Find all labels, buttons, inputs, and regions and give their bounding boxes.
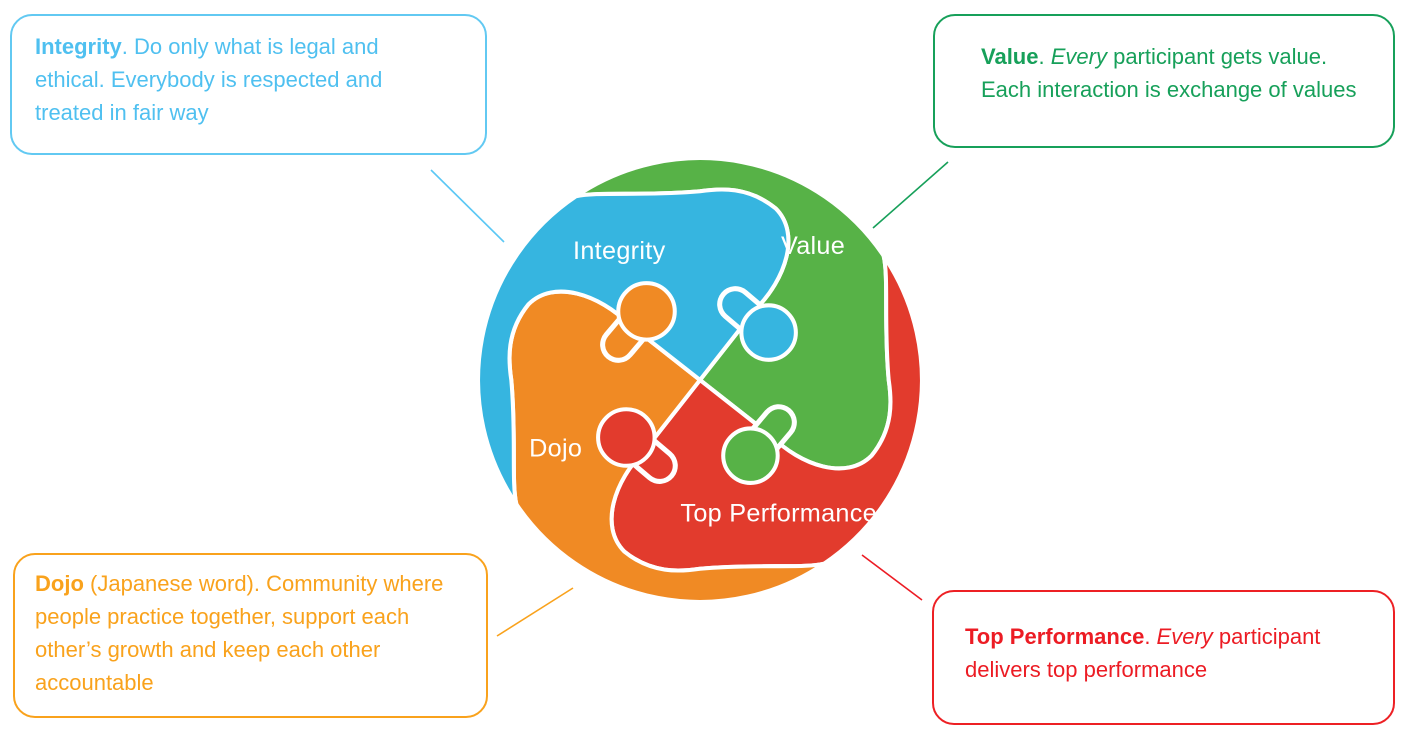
integrity-callout-sep: . bbox=[121, 34, 135, 59]
dojo-segment-label: Dojo bbox=[529, 435, 582, 463]
green-knob-icon bbox=[721, 426, 780, 485]
value-callout-text: participant gets value. Each interaction… bbox=[981, 44, 1357, 102]
red-knob-icon bbox=[596, 407, 657, 468]
top-performance-callout-lead: Top Performance bbox=[965, 624, 1145, 649]
blue-knob-icon bbox=[739, 303, 798, 362]
top-performance-callout-text: participant delivers top performance bbox=[965, 624, 1321, 682]
orange-knob-icon bbox=[616, 281, 677, 342]
value-callout-lead: Value bbox=[981, 44, 1039, 69]
top-performance-segment-label: Top Performance bbox=[680, 499, 877, 527]
top-performance-callout-sep: . bbox=[1144, 624, 1157, 649]
dojo-callout-lead: Dojo bbox=[35, 571, 84, 596]
dojo-callout: Dojo (Japanese word). Community where pe… bbox=[13, 553, 488, 718]
values-wheel: Integrity Value Dojo Top Performance bbox=[478, 158, 922, 602]
integrity-callout-lead: Integrity bbox=[35, 34, 122, 59]
integrity-callout-text: Do only what is legal and ethical. Every… bbox=[35, 34, 383, 125]
dojo-callout-text: (Japanese word). Community where people … bbox=[35, 571, 444, 695]
value-callout: Value. Every participant gets value. Eac… bbox=[933, 14, 1395, 148]
top-performance-callout: Top Performance. Every participant deliv… bbox=[932, 590, 1395, 725]
value-segment-label: Value bbox=[781, 232, 845, 260]
top-performance-callout-emph: Every bbox=[1156, 624, 1213, 649]
integrity-callout: Integrity. Do only what is legal and eth… bbox=[10, 14, 487, 155]
value-callout-emph: Every bbox=[1050, 44, 1107, 69]
integrity-segment-label: Integrity bbox=[573, 237, 666, 265]
value-callout-sep: . bbox=[1038, 44, 1051, 69]
